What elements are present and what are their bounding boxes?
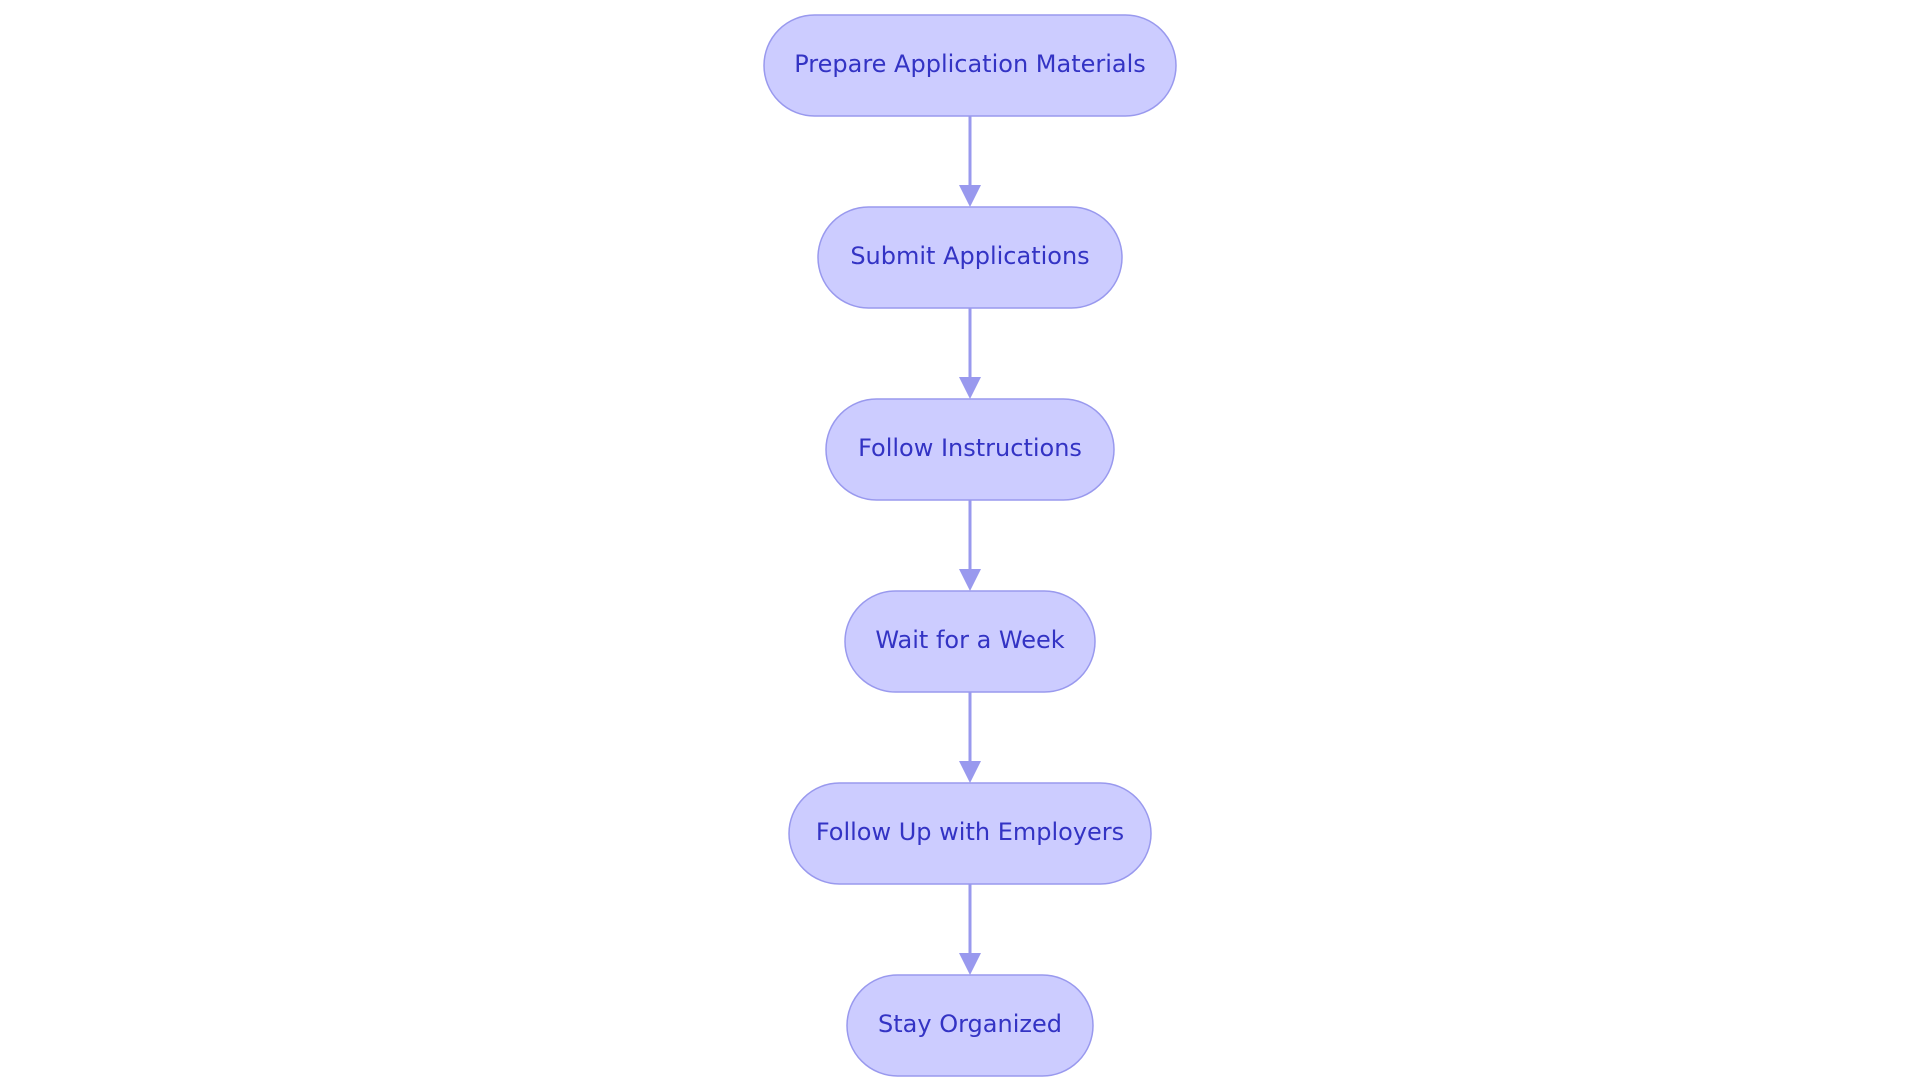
- node-submit-applications: Submit Applications: [817, 206, 1123, 309]
- node-label: Follow Instructions: [858, 434, 1082, 462]
- node-shape: [844, 590, 1096, 693]
- node-follow-up-with-employers: Follow Up with Employers: [788, 782, 1152, 885]
- node-label: Prepare Application Materials: [794, 50, 1146, 78]
- arrowhead-icon: [959, 761, 981, 783]
- node-shape: [788, 782, 1152, 885]
- arrowhead-icon: [959, 377, 981, 399]
- node-shape: [817, 206, 1123, 309]
- node-label: Follow Up with Employers: [816, 818, 1124, 846]
- node-shape: [763, 14, 1177, 117]
- node-label: Stay Organized: [878, 1010, 1062, 1038]
- arrowhead-icon: [959, 569, 981, 591]
- arrowhead-icon: [959, 953, 981, 975]
- node-stay-organized: Stay Organized: [846, 974, 1094, 1077]
- node-label: Submit Applications: [850, 242, 1089, 270]
- node-shape: [825, 398, 1115, 501]
- node-label: Wait for a Week: [875, 626, 1064, 654]
- node-prepare-application-materials: Prepare Application Materials: [763, 14, 1177, 117]
- node-wait-for-a-week: Wait for a Week: [844, 590, 1096, 693]
- node-follow-instructions: Follow Instructions: [825, 398, 1115, 501]
- node-shape: [846, 974, 1094, 1077]
- edges-layer: [959, 116, 981, 975]
- arrowhead-icon: [959, 185, 981, 207]
